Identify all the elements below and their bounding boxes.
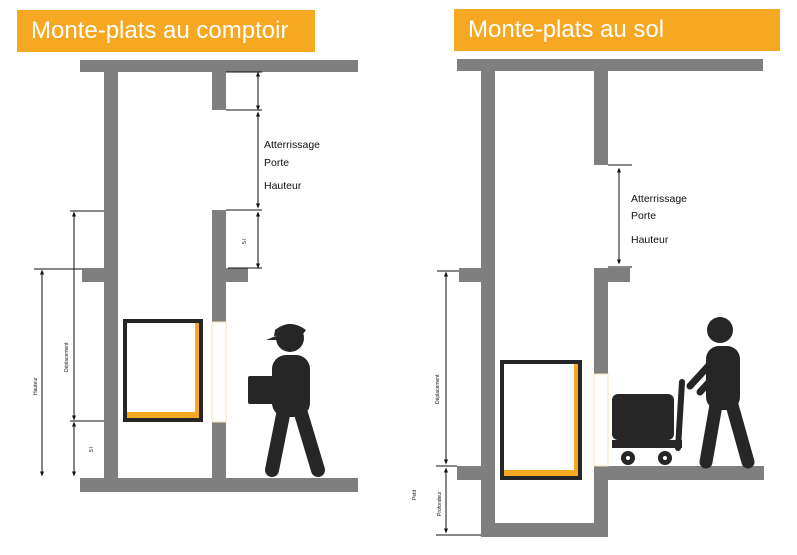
floor-dimensions (436, 164, 632, 536)
floor-car (500, 360, 582, 480)
counter-height-label: Hauteur (33, 377, 39, 395)
counter-small-dim-top: 5 I (242, 238, 248, 244)
title-banner-floor: Monte-plats au sol (454, 9, 780, 51)
counter-label-door: Porte (264, 157, 289, 169)
floor-travel-label: Déplacement (435, 374, 441, 404)
counter-label-landing: Atterrissage (264, 139, 320, 151)
counter-dimensions (34, 71, 262, 477)
floor-pit-label: Petit (412, 489, 418, 500)
floor-label-height: Hauteur (631, 234, 669, 246)
person-pushing-cart-icon (612, 317, 755, 469)
floor-shaft-walls (457, 59, 764, 537)
floor-label-landing: Atterrissage (631, 193, 687, 205)
floor-door-opening (593, 373, 609, 467)
counter-small-dim-bottom: 5 I (89, 446, 95, 452)
counter-shaft-walls (80, 60, 358, 492)
counter-travel-label: Déplacement (64, 342, 70, 372)
counter-label-height: Hauteur (264, 180, 302, 192)
counter-car (123, 319, 203, 422)
title-floor: Monte-plats au sol (468, 16, 665, 43)
floor-label-door: Porte (631, 210, 656, 222)
counter-door-opening (211, 321, 227, 423)
floor-depth-label: Profondeur (437, 491, 443, 516)
person-carrying-box-icon (248, 324, 325, 477)
title-counter: Monte-plats au comptoir (31, 17, 289, 44)
title-banner-counter: Monte-plats au comptoir (17, 10, 315, 52)
